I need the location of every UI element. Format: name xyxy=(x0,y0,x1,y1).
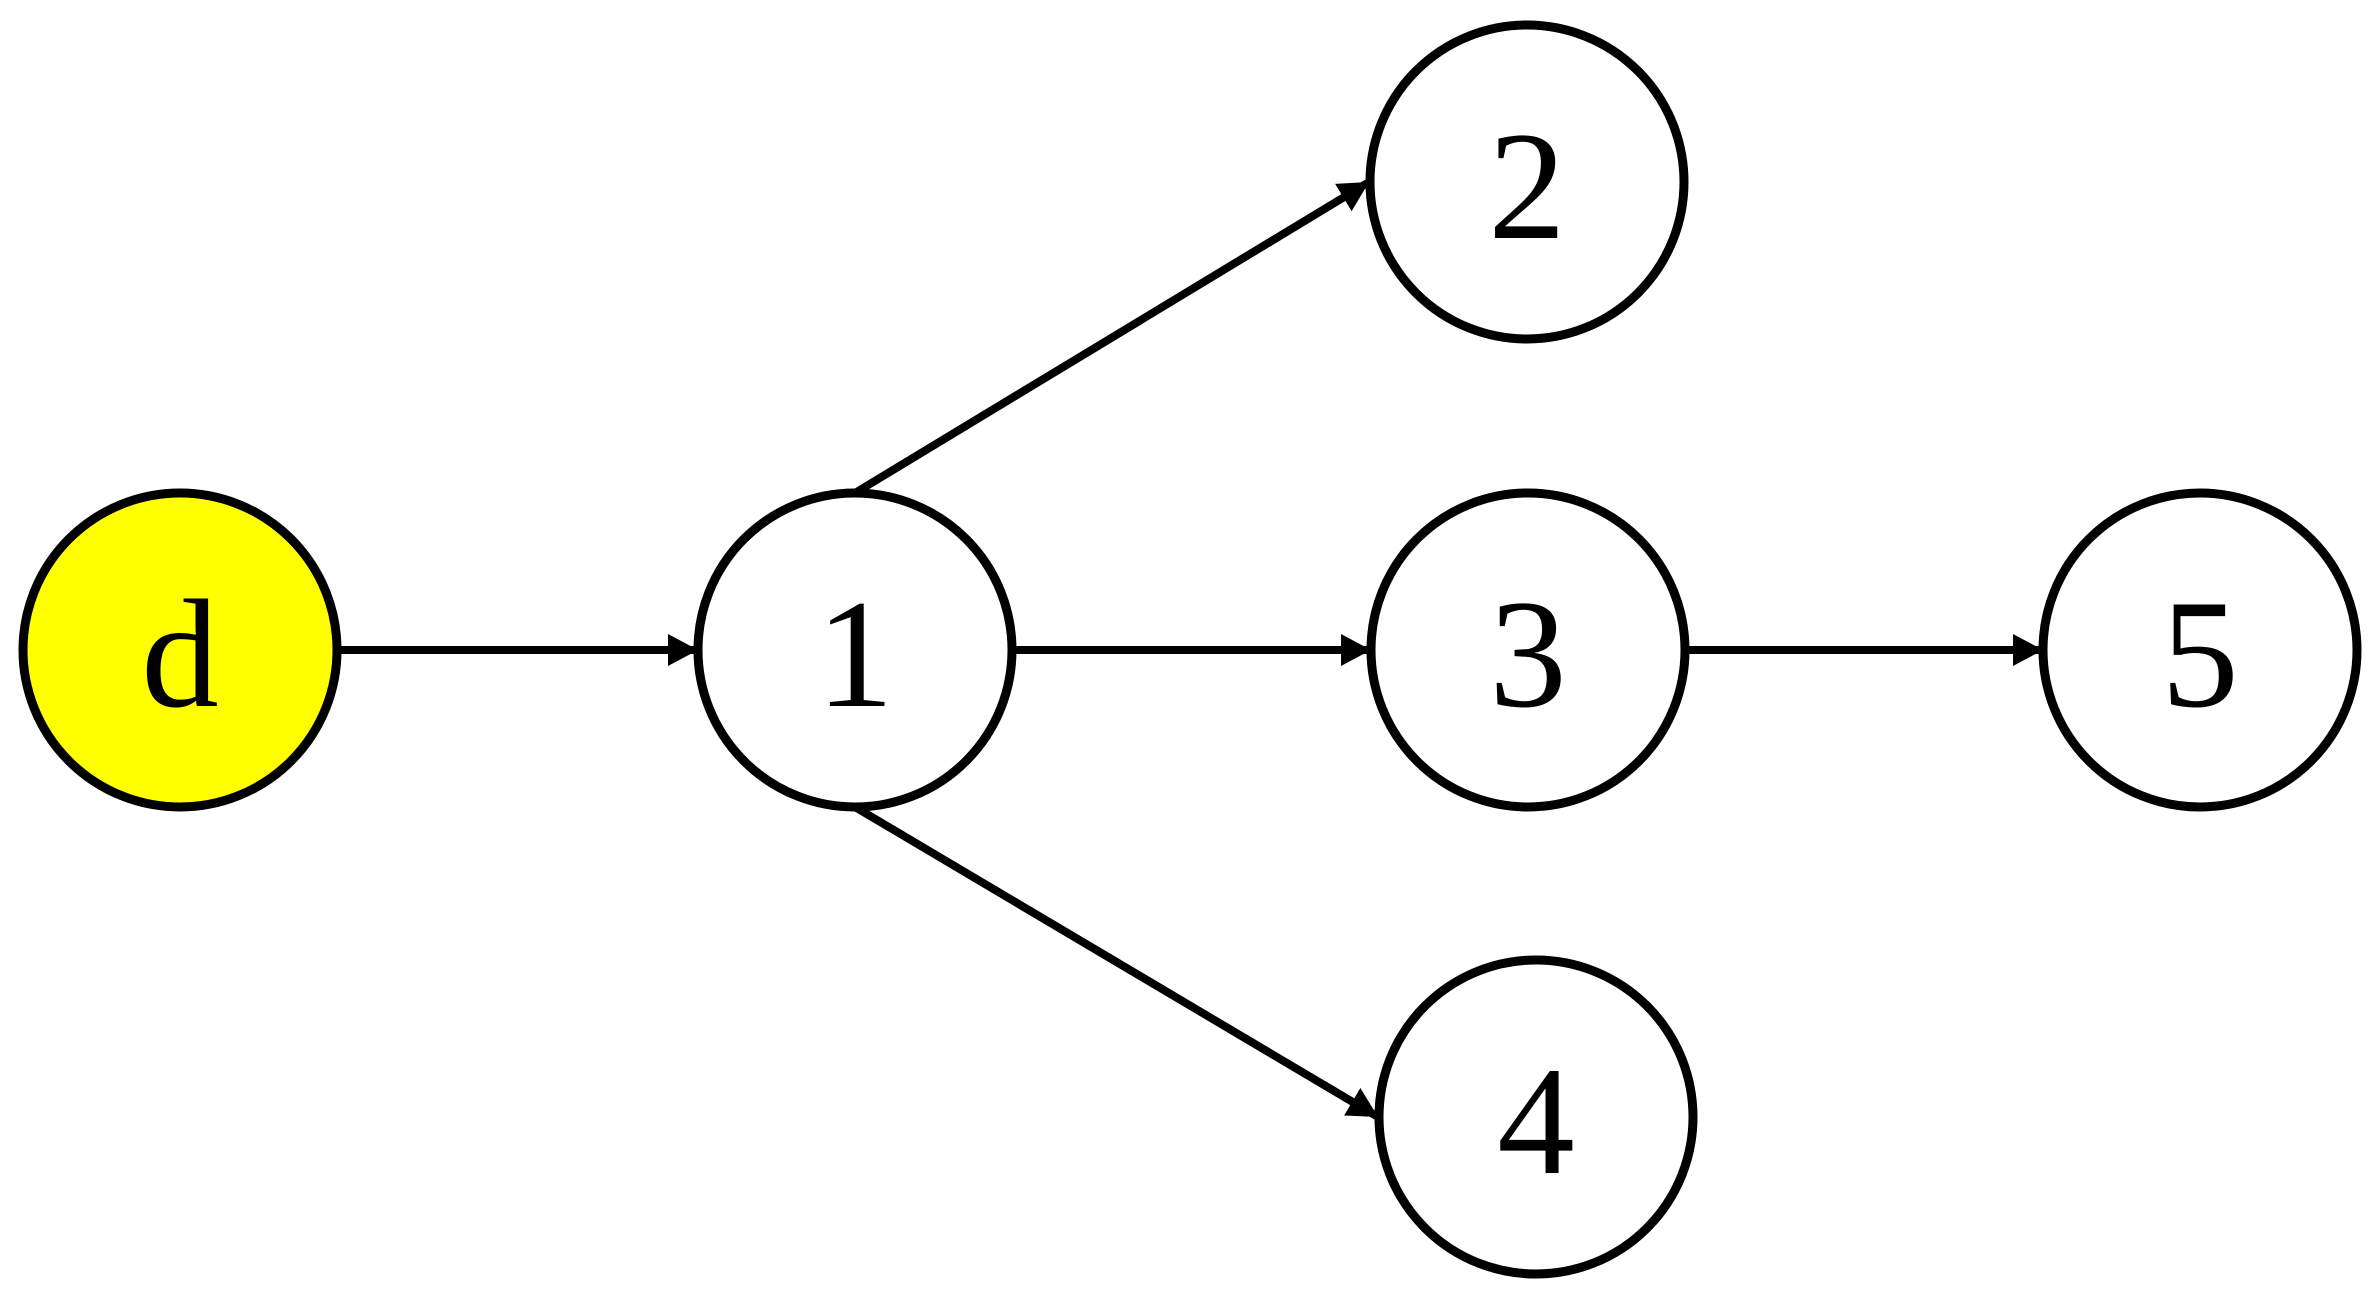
node-2: 2 xyxy=(1365,20,1689,344)
node-1: 1 xyxy=(693,488,1017,812)
node-3: 3 xyxy=(1366,488,1690,812)
edge-1-to-2 xyxy=(852,178,1372,497)
node-5: 5 xyxy=(2038,488,2362,812)
node-d: d xyxy=(18,488,342,812)
node-4: 4 xyxy=(1374,955,1698,1279)
node-label-1: 1 xyxy=(816,568,894,740)
node-circle xyxy=(1365,20,1689,344)
node-label-4: 4 xyxy=(1497,1035,1575,1207)
node-label-3: 3 xyxy=(1489,568,1567,740)
node-label-d: d xyxy=(141,568,219,740)
node-label-5: 5 xyxy=(2161,568,2239,740)
node-circle xyxy=(1374,955,1698,1279)
node-circle xyxy=(693,488,1017,812)
node-circle-highlighted xyxy=(18,488,342,812)
edge-1-to-4 xyxy=(852,803,1381,1121)
node-circle xyxy=(1366,488,1690,812)
node-label-2: 2 xyxy=(1488,100,1566,272)
node-circle xyxy=(2038,488,2362,812)
